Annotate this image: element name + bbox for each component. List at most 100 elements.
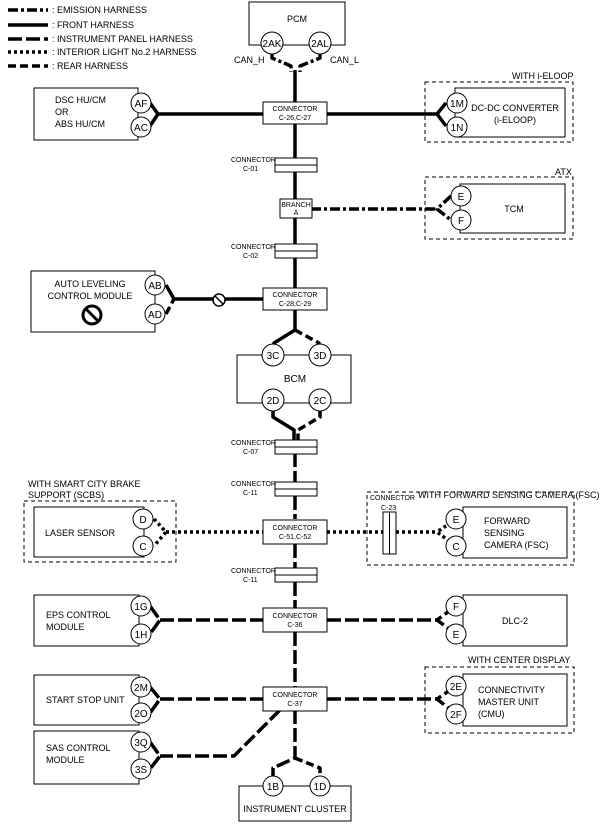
connector-c37[interactable]: CONNECTOR C-37 (262, 686, 328, 712)
dcdc-group-label: WITH i-ELOOP (512, 71, 574, 81)
pcm-can-h-label: CAN_H (234, 55, 265, 65)
cmu-pin-2e-label: 2E (450, 682, 463, 693)
laser-pin-wires (152, 517, 168, 548)
cluster-1b-wire (271, 710, 297, 777)
laser-group-box (23, 500, 177, 563)
fsc-box (462, 506, 568, 559)
fsc-pin-c-label: C (452, 542, 459, 553)
legend-front-label: : FRONT HARNESS (52, 20, 134, 30)
sas-line1: SAS CONTROL (46, 743, 111, 753)
connector-c36[interactable]: CONNECTOR C-36 (262, 607, 328, 633)
dsc-box (33, 87, 139, 141)
connector-c51-c52[interactable]: CONNECTOR C-51,C-52 (262, 519, 328, 545)
pcm-pin-2ak-label: 2AK (263, 39, 282, 50)
dcdc-pin-1m-label: 1M (450, 99, 464, 110)
sas-box (33, 730, 140, 785)
dcdc-module[interactable]: DC-DC CONVERTER (i-ELOOP) 1M 1N (446, 87, 566, 138)
dsc-line3: ABS HU/CM (55, 119, 105, 129)
connector-c37-box (262, 686, 328, 712)
sas-module[interactable]: SAS CONTROL MODULE 3Q 3S (33, 730, 152, 785)
sas-pin-3q (130, 731, 152, 753)
branch-a-l1: BRANCH (281, 202, 311, 209)
cmu-line1: CONNECTIVITY (478, 685, 545, 695)
pcm-can-l-wire (298, 52, 322, 72)
bcm-module[interactable]: BCM 3C 3D 2D 2C (236, 343, 352, 412)
dcdc-line2: (i-ELOOP) (494, 115, 536, 125)
connector-c51-l1: CONNECTOR (273, 525, 318, 532)
auto-leveling-pin-ab (144, 274, 166, 296)
connector-c07-l2: C-07 (243, 449, 258, 456)
eps-pin-1g (130, 595, 152, 617)
eps-module[interactable]: EPS CONTROL MODULE 1G 1H (33, 594, 152, 647)
start-stop-box (33, 674, 140, 726)
prohibited-icon (81, 304, 103, 326)
pcm-module[interactable]: PCM 2AK 2AL CAN_H CAN_L (234, 1, 359, 65)
instrument-cluster-module[interactable]: INSTRUMENT CLUSTER 1B 1D (238, 775, 352, 822)
connector-c11-lower[interactable]: CONNECTOR C-11 (231, 567, 318, 584)
dcdc-pin-wires (435, 101, 448, 128)
connector-c07-l1: CONNECTOR (231, 440, 276, 447)
tcm-pin-wires (435, 194, 453, 222)
connector-c28-c29[interactable]: CONNECTOR C-28,C-29 (262, 287, 328, 311)
connector-c51-l2: C-51,C-52 (279, 534, 311, 541)
pcm-pin-2al-label: 2AL (311, 39, 329, 50)
laser-sensor-title: LASER SENSOR (45, 528, 116, 538)
legend: : EMISSION HARNESS : FRONT HARNESS : INS… (8, 5, 196, 71)
dsc-pin-af-label: AF (135, 99, 148, 110)
cluster-pin-1d (309, 775, 331, 797)
autolevel-pin1-wire (164, 284, 176, 300)
cmu-module[interactable]: CONNECTIVITY MASTER UNIT (CMU) 2E 2F (445, 673, 568, 727)
dcdc-line1: DC-DC CONVERTER (471, 103, 559, 113)
connector-c51-box (262, 519, 328, 545)
connector-c26-c27[interactable]: CONNECTOR C-26,C-27 (262, 101, 328, 125)
connector-c02[interactable]: CONNECTOR C-02 (231, 243, 318, 260)
auto-leveling-module[interactable]: AUTO LEVELING CONTROL MODULE AB AD (30, 270, 166, 333)
dcdc-pin-1m (446, 92, 468, 114)
laser-pin-c (132, 535, 154, 557)
dsc-module[interactable]: DSC HU/CM OR ABS HU/CM AF AC (33, 87, 152, 141)
laser-sensor-box (33, 506, 145, 558)
legend-light-label: : INTERIOR LIGHT No.2 HARNESS (52, 47, 196, 57)
fsc-group: WITH FORWARD SENSING CAMERA (FSC) (366, 490, 600, 566)
bcm-title: BCM (284, 374, 306, 385)
sas-pin-3q-label: 3Q (134, 738, 148, 749)
dsc-line1: DSC HU/CM (55, 95, 106, 105)
dcdc-group-box (424, 81, 574, 143)
auto-leveling-pin-ad-label: AD (148, 310, 162, 321)
tcm-module[interactable]: TCM E F (450, 183, 566, 234)
dlc-module[interactable]: DLC-2 F E (445, 594, 568, 647)
cluster-pin-1d-label: 1D (314, 782, 327, 793)
autolevel-pin2-wire (164, 298, 176, 315)
bcm-pin-3d-label: 3D (314, 351, 327, 362)
pcm-can-h-wire (270, 52, 293, 72)
connector-c11-upper[interactable]: CONNECTOR C-11 (231, 481, 318, 497)
eps-line1: EPS CONTROL (46, 610, 111, 620)
connector-c26-l2: C-26,C-27 (279, 115, 311, 122)
connector-c26-box (262, 101, 328, 125)
dsc-pin-af (130, 92, 152, 114)
fsc-pin-e-label: E (453, 515, 460, 526)
bcm-pin-2c-label: 2C (314, 396, 327, 407)
ssu-pin-wires (148, 685, 162, 715)
ssu-pin-2o (130, 702, 152, 724)
connector-c07[interactable]: CONNECTOR C-07 (231, 439, 318, 456)
dsc-pin-ac-label: AC (134, 123, 148, 134)
dlc-pin-f-label: F (453, 602, 459, 613)
tcm-pin-e-label: E (458, 192, 465, 203)
cmu-line3: (CMU) (478, 709, 505, 719)
laser-sensor-module[interactable]: LASER SENSOR D C (33, 506, 154, 558)
fsc-line3: CAMERA (FSC) (484, 540, 549, 550)
dcdc-pin-1n-label: 1N (451, 123, 464, 134)
connector-c11a-l1: CONNECTOR (231, 481, 276, 488)
dcdc-pin-1n (446, 116, 468, 138)
tcm-pin-f (450, 209, 472, 231)
connector-c01-l1: CONNECTOR (231, 157, 276, 164)
connector-c01[interactable]: CONNECTOR C-01 (231, 157, 318, 173)
start-stop-module[interactable]: START STOP UNIT 2M 2O (33, 674, 152, 726)
fsc-pin-c (445, 535, 467, 557)
connector-c28-l2: C-28,C-29 (279, 301, 311, 308)
connector-c23[interactable]: CONNECTOR C-23 (370, 495, 415, 555)
fsc-module[interactable]: FORWARD SENSING CAMERA (FSC) E C (445, 506, 568, 559)
branch-a[interactable]: BRANCH A (279, 198, 313, 219)
